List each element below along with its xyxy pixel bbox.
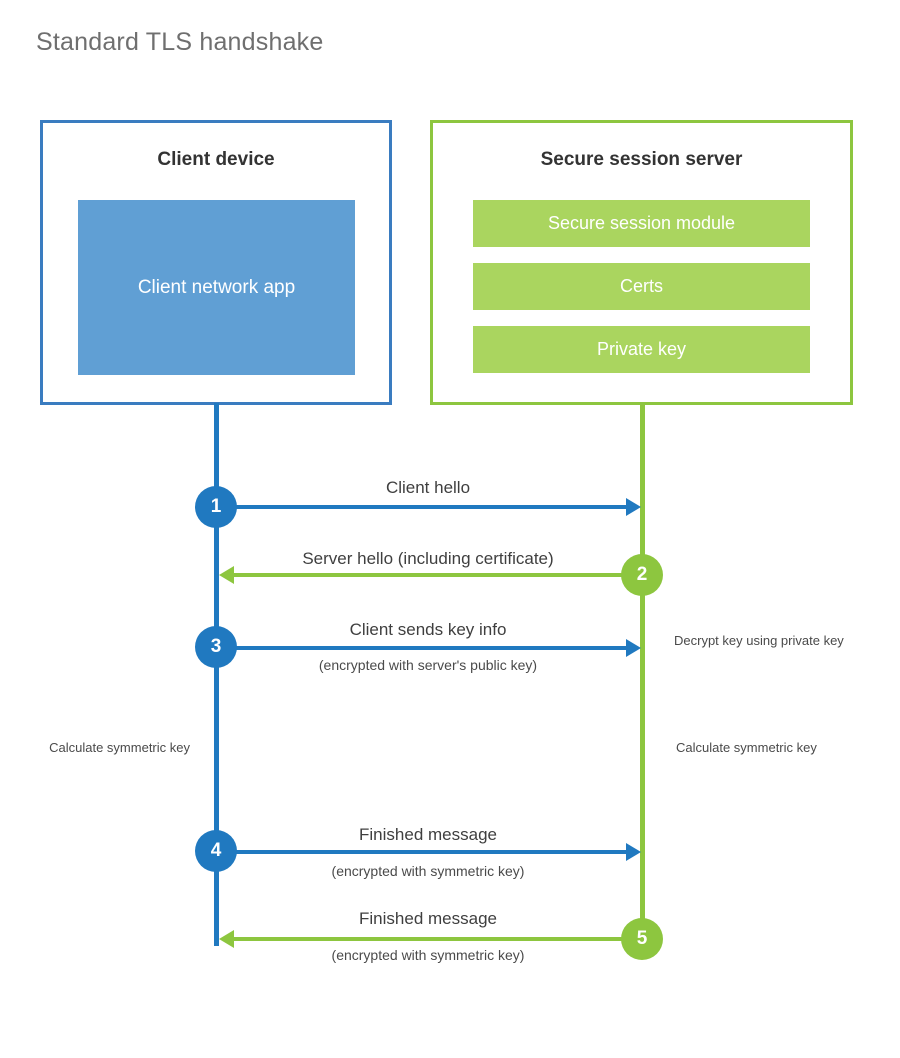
step-circle-1[interactable]: 1 xyxy=(195,486,237,528)
arrow-step-1-line xyxy=(216,505,626,509)
arrow-step-5-line xyxy=(234,937,634,941)
client-lifeline xyxy=(214,403,219,946)
secure-session-server-box: Secure session server Secure session mod… xyxy=(430,120,853,405)
server-component-secure-session-module: Secure session module xyxy=(473,200,810,247)
step-1-label: Client hello xyxy=(385,478,471,497)
client-device-box: Client device Client network app xyxy=(40,120,392,405)
server-component-private-key: Private key xyxy=(473,326,810,373)
arrow-step-4-head xyxy=(626,843,641,861)
note-client-calculate-symmetric-key: Calculate symmetric key xyxy=(49,740,190,755)
server-lifeline xyxy=(640,403,645,940)
arrow-step-4-line xyxy=(216,850,626,854)
secure-session-server-title: Secure session server xyxy=(540,149,743,170)
step-3-sublabel: (encrypted with server's public key) xyxy=(318,657,538,673)
arrow-step-3-line xyxy=(216,646,626,650)
arrow-step-1-head xyxy=(626,498,641,516)
step-4-label: Finished message xyxy=(359,825,497,844)
step-3-label: Client sends key info xyxy=(349,620,507,639)
step-5-label: Finished message xyxy=(359,909,497,928)
arrow-step-2-head xyxy=(219,566,234,584)
arrow-step-2-line xyxy=(234,573,634,577)
client-network-app-block: Client network app xyxy=(78,200,355,375)
step-circle-3[interactable]: 3 xyxy=(195,626,237,668)
step-circle-2[interactable]: 2 xyxy=(621,554,663,596)
step-circle-5[interactable]: 5 xyxy=(621,918,663,960)
step-5-sublabel: (encrypted with symmetric key) xyxy=(331,947,525,963)
client-device-title: Client device xyxy=(157,149,275,170)
step-circle-4[interactable]: 4 xyxy=(195,830,237,872)
server-component-certs: Certs xyxy=(473,263,810,310)
step-2-label: Server hello (including certificate) xyxy=(302,549,554,568)
arrow-step-5-head xyxy=(219,930,234,948)
page-title: Standard TLS handshake xyxy=(36,28,324,56)
note-server-decrypt: Decrypt key using private key xyxy=(674,633,844,648)
step-4-sublabel: (encrypted with symmetric key) xyxy=(331,863,525,879)
arrow-step-3-head xyxy=(626,639,641,657)
note-server-calculate-symmetric-key: Calculate symmetric key xyxy=(676,740,817,755)
